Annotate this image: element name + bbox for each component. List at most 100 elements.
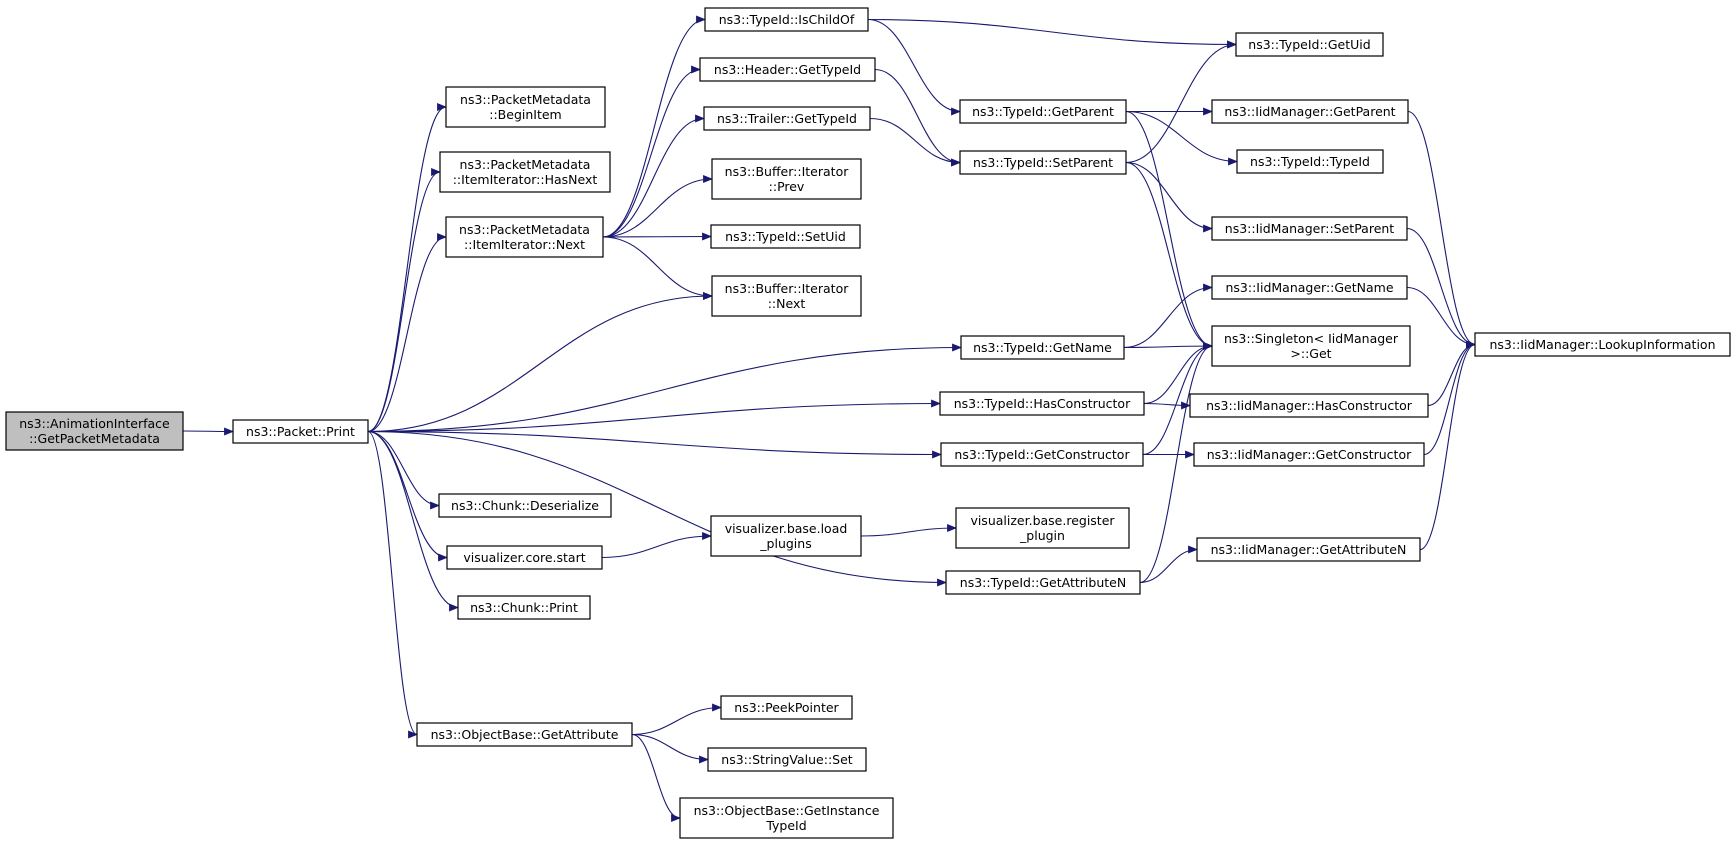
graph-node[interactable]: ns3::IidManager::GetName [1211, 275, 1408, 300]
node-label: ns3::TypeId::GetParent [972, 104, 1114, 119]
graph-node[interactable]: ns3::IidManager::LookupInformation [1474, 332, 1731, 357]
call-edge [182, 427, 234, 436]
graph-node[interactable]: ns3::PacketMetadata::ItemIterator::HasNe… [439, 151, 611, 193]
call-edge [1419, 340, 1476, 551]
call-edge [1142, 342, 1213, 456]
node-label: ns3::IidManager::GetAttributeN [1211, 542, 1407, 557]
node-label: ns3::Chunk::Print [470, 600, 578, 615]
node-label: ns3::TypeId::IsChildOf [719, 12, 855, 27]
node-label: ns3::TypeId::GetUid [1248, 37, 1370, 52]
graph-node[interactable]: ns3::ObjectBase::GetAttribute [416, 722, 633, 747]
node-box [1211, 99, 1409, 124]
graph-node[interactable]: visualizer.base.load_plugins [710, 515, 862, 557]
node-label: visualizer.core.start [463, 550, 585, 565]
node-label: ns3::IidManager::GetName [1225, 280, 1393, 295]
graph-node[interactable]: ns3::Trailer::GetTypeId [703, 106, 871, 131]
node-label: ns3::Buffer::Iterator [725, 164, 850, 179]
graph-node[interactable]: ns3::TypeId::GetUid [1235, 32, 1384, 57]
graph-node[interactable]: visualizer.core.start [446, 545, 603, 570]
call-edge [602, 175, 713, 238]
call-edge [367, 343, 962, 433]
node-label: ns3::Buffer::Iterator [725, 281, 850, 296]
graph-node[interactable]: ns3::StringValue::Set [707, 747, 867, 772]
node-label: ns3::IidManager::LookupInformation [1489, 337, 1715, 352]
node-label: ns3::TypeId::TypeId [1250, 154, 1370, 169]
call-edge [367, 430, 418, 739]
graph-node[interactable]: ns3::PacketMetadata::ItemIterator::Next [445, 216, 604, 258]
node-label: ns3::IidManager::HasConstructor [1206, 398, 1413, 413]
node-label: ns3::Header::GetTypeId [714, 62, 861, 77]
graph-node[interactable]: ns3::IidManager::GetParent [1211, 99, 1409, 124]
node-label: ns3::IidManager::GetConstructor [1207, 447, 1412, 462]
node-box [955, 507, 1130, 549]
graph-node[interactable]: ns3::TypeId::GetName [960, 335, 1125, 360]
graph-node[interactable]: ns3::Singleton< IidManager>::Get [1211, 325, 1411, 367]
graph-node[interactable]: ns3::Buffer::Iterator::Next [711, 275, 862, 317]
graph-node[interactable]: ns3::Packet::Print [232, 419, 369, 444]
graph-node[interactable]: ns3::Buffer::Iterator::Prev [711, 158, 862, 200]
graph-node[interactable]: ns3::PeekPointer [720, 695, 853, 720]
graph-node[interactable]: ns3::TypeId::GetConstructor [940, 442, 1144, 467]
node-label: ns3::Trailer::GetTypeId [717, 111, 857, 126]
call-edge [1139, 545, 1198, 584]
call-edge [869, 117, 961, 167]
node-label: ns3::ObjectBase::GetInstance [694, 803, 880, 818]
node-box [704, 7, 869, 32]
node-box [439, 151, 611, 193]
node-label: _plugin [1019, 528, 1065, 543]
graph-node[interactable]: ns3::IidManager::GetConstructor [1193, 442, 1425, 467]
graph-node[interactable]: visualizer.base.register_plugin [955, 507, 1130, 549]
call-edge [1406, 286, 1476, 349]
node-label: ::Prev [769, 179, 805, 194]
node-label: ns3::IidManager::SetParent [1225, 221, 1395, 236]
graph-node[interactable]: ns3::TypeId::IsChildOf [704, 7, 869, 32]
node-box [1474, 332, 1731, 357]
call-edge [602, 15, 706, 238]
node-box [710, 515, 862, 557]
call-edge [602, 236, 713, 300]
graph-node[interactable]: ns3::Chunk::Print [457, 595, 591, 620]
call-edge [1123, 283, 1213, 349]
graph-node[interactable]: ns3::TypeId::GetAttributeN [945, 570, 1141, 595]
node-label: ns3::TypeId::SetParent [973, 155, 1113, 170]
graph-node[interactable]: ns3::Chunk::Deserialize [438, 493, 612, 518]
graph-node[interactable]: ns3::TypeId::SetUid [710, 224, 861, 249]
node-label: ns3::Singleton< IidManager [1224, 331, 1399, 346]
node-label: _plugins [759, 536, 811, 551]
call-edge [1143, 401, 1191, 410]
call-edge [1139, 342, 1213, 584]
node-label: ns3::IidManager::GetParent [1224, 104, 1395, 119]
node-box [939, 391, 1145, 416]
node-box [416, 722, 633, 747]
node-box [457, 595, 591, 620]
node-label: ns3::TypeId::GetName [973, 340, 1112, 355]
graph-node[interactable]: ns3::Header::GetTypeId [699, 57, 876, 82]
graph-node[interactable]: ns3::IidManager::HasConstructor [1189, 393, 1429, 418]
node-label: ::Next [768, 296, 806, 311]
call-edge [367, 292, 713, 433]
graph-node[interactable]: ns3::TypeId::TypeId [1236, 149, 1384, 174]
call-edge [367, 430, 459, 612]
graph-node[interactable]: ns3::TypeId::HasConstructor [939, 391, 1145, 416]
call-edge [367, 430, 448, 562]
call-edge [631, 703, 722, 736]
call-edge [367, 233, 447, 433]
graph-node[interactable]: ns3::IidManager::GetAttributeN [1196, 537, 1421, 562]
graph-node[interactable]: ns3::PacketMetadata::BeginItem [445, 86, 606, 128]
node-label: >::Get [1290, 346, 1331, 361]
call-edge [1125, 161, 1213, 233]
graph-node[interactable]: ns3::IidManager::SetParent [1211, 216, 1408, 241]
call-edge [1125, 40, 1237, 164]
node-box [707, 747, 867, 772]
call-edge [602, 65, 701, 238]
call-edge [367, 430, 440, 510]
node-label: ::GetPacketMetadata [29, 431, 160, 446]
graph-node[interactable]: ns3::TypeId::GetParent [959, 99, 1127, 124]
node-box [710, 224, 861, 249]
node-box [711, 275, 862, 317]
graph-node[interactable]: ns3::TypeId::SetParent [959, 150, 1127, 175]
node-box [1193, 442, 1425, 467]
graph-node[interactable]: ns3::AnimationInterface::GetPacketMetada… [5, 411, 184, 451]
